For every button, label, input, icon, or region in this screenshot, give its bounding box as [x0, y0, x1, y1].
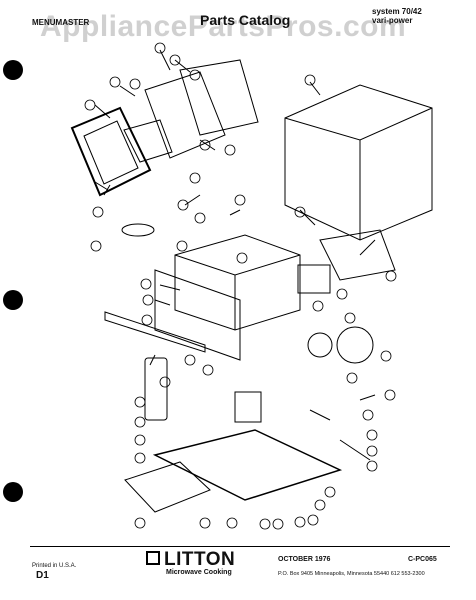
catalog-date: OCTOBER 1976	[278, 556, 331, 563]
cavity-edges	[174, 254, 301, 330]
magnetron	[297, 264, 331, 294]
door-window	[83, 120, 139, 185]
fan-motor	[307, 332, 333, 358]
litton-logo: LITTON	[164, 549, 236, 570]
litton-logo-mark	[146, 551, 160, 565]
door-latch	[94, 181, 111, 196]
stirrer-fan	[121, 223, 155, 237]
door-frame	[70, 106, 152, 197]
system-label: system 70/42 vari-power	[372, 7, 422, 25]
page-number: D1	[36, 570, 49, 581]
model-name: MENUMASTER	[32, 18, 90, 27]
system-line-1: system 70/42	[372, 7, 422, 16]
door-glass-panel	[179, 59, 259, 136]
binder-hole-middle	[3, 290, 23, 310]
cabinet-edges	[284, 107, 433, 240]
cabinet-outline	[284, 84, 433, 241]
printed-in: Printed in U.S.A.	[32, 563, 77, 569]
air-duct	[319, 229, 396, 281]
transformer	[234, 391, 262, 423]
choke-assembly	[123, 119, 173, 163]
system-line-2: vari-power	[372, 16, 413, 25]
oven-cavity	[174, 234, 301, 331]
binder-hole-top	[3, 60, 23, 80]
watermark: AppliancePartsPros.com	[40, 10, 407, 43]
company-address: P.O. Box 9405 Minneapolis, Minnesota 554…	[278, 571, 425, 577]
door-screen-panel	[144, 71, 226, 159]
footer-rule	[30, 546, 450, 547]
trim-strip	[104, 311, 206, 353]
logo-subtitle: Microwave Cooking	[166, 569, 232, 576]
side-panel	[154, 269, 241, 361]
page-title: Parts Catalog	[200, 12, 291, 28]
catalog-code: C-PC065	[408, 556, 437, 563]
control-panel	[144, 357, 168, 421]
grille	[124, 461, 211, 513]
binder-hole-bottom	[3, 482, 23, 502]
base-plate	[152, 429, 343, 501]
fan-blade	[336, 326, 374, 364]
